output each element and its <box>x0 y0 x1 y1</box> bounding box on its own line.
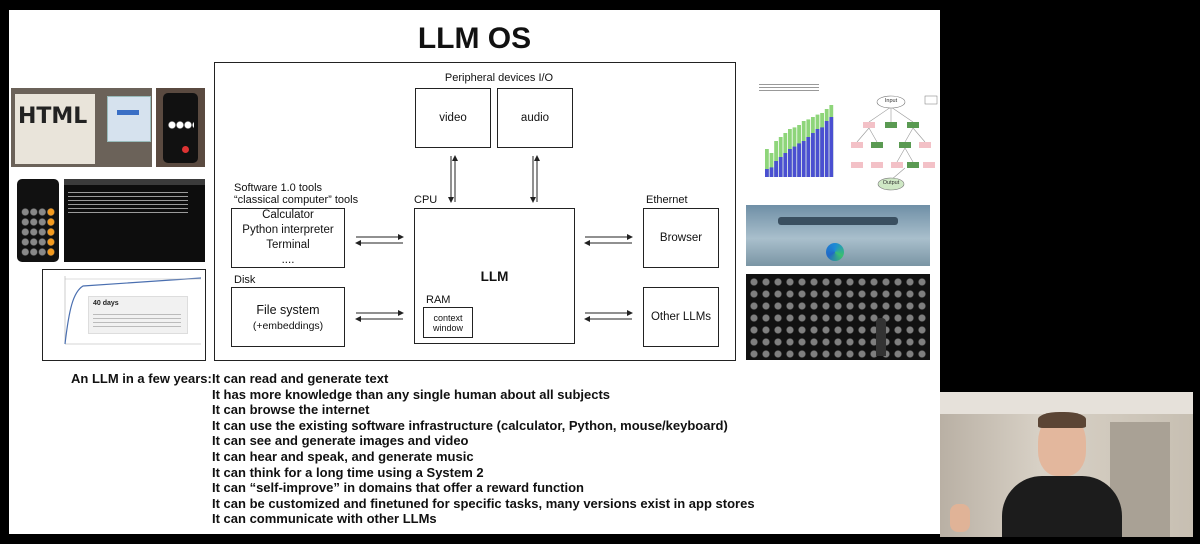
exam-bar-blue <box>778 157 783 177</box>
presenter-silhouette <box>876 318 886 356</box>
software-tools-label: Software 1.0 tools “classical computer” … <box>234 182 358 206</box>
file-system-subtitle: (+embeddings) <box>252 319 324 332</box>
exam-bar-blue <box>788 149 792 177</box>
capability-item: It can use the existing software infrast… <box>212 417 728 433</box>
capability-item: It can see and generate images and video <box>212 433 469 449</box>
future-heading: An LLM in a few years: <box>71 371 212 386</box>
html-sketch-photo: HTML <box>11 88 152 167</box>
alphazero-caption-title: 40 days <box>93 300 119 307</box>
tool-calculator: Calculator <box>262 209 314 221</box>
exam-bar-green <box>774 141 778 177</box>
exam-chart-title-lines <box>759 82 819 91</box>
alphazero-chart: 40 days <box>42 269 206 361</box>
presenter-webcam <box>940 392 1193 537</box>
capability-item: It can communicate with other LLMs <box>212 511 437 527</box>
software-tools-label-line2: “classical computer” tools <box>234 194 359 206</box>
website-mockup-button <box>117 110 139 115</box>
capability-item: It can “self-improve” in domains that of… <box>212 480 584 496</box>
alphazero-caption-text <box>93 311 181 329</box>
capability-item: It can think for a long time using a Sys… <box>212 464 484 480</box>
notebook <box>15 94 95 164</box>
capability-item: It can read and generate text <box>212 371 389 386</box>
exam-bar-blue <box>765 169 769 177</box>
future-capabilities-list: It can read and generate text It has mor… <box>212 371 755 527</box>
exam-bar-blue <box>797 143 801 177</box>
file-system-box: File system (+embeddings) <box>231 287 345 347</box>
exam-bars <box>765 105 834 177</box>
voice-dots <box>168 121 194 129</box>
tool-ellipsis: .... <box>281 254 295 266</box>
exam-bar-green <box>769 153 774 177</box>
exam-bar-blue <box>824 121 829 177</box>
slide: LLM OS Peripheral devices I/O video audi… <box>9 10 940 534</box>
slide-title: LLM OS <box>417 22 532 55</box>
context-window-line1: context <box>433 312 463 323</box>
exam-bar-blue <box>774 161 778 177</box>
context-window-box: context window <box>423 307 473 338</box>
tools-box: Calculator Python interpreter Terminal .… <box>231 208 345 268</box>
software-tools-label-line1: Software 1.0 tools <box>234 182 323 194</box>
tree-of-thought-diagram: Input Output <box>847 90 939 198</box>
peripheral-label: Peripheral devices I/O <box>444 72 554 84</box>
exam-bar-blue <box>820 127 824 177</box>
voice-phone-photo <box>156 88 205 167</box>
capability-item: It can hear and speak, and generate musi… <box>212 448 474 464</box>
terminal-titlebar <box>64 179 205 185</box>
tree-output-node: Output <box>882 180 900 186</box>
browser-box: Browser <box>643 208 719 268</box>
browser-desktop-screenshot <box>746 205 930 266</box>
disk-label: Disk <box>234 274 256 286</box>
tool-python-interpreter: Python interpreter <box>242 224 334 236</box>
presenter-body <box>1002 476 1122 537</box>
exam-bar-blue <box>769 167 774 177</box>
app-icon-grid <box>748 276 928 358</box>
llm-label: LLM <box>480 268 509 284</box>
cpu-label: CPU <box>414 194 438 206</box>
webcam-ceiling <box>940 392 1193 414</box>
tool-terminal: Terminal <box>266 239 310 251</box>
capability-item: It can browse the internet <box>212 402 370 418</box>
file-system-title: File system <box>256 302 320 317</box>
exam-bar-blue <box>792 146 797 177</box>
exam-bar-blue <box>806 137 811 177</box>
terminal-screenshot <box>64 179 205 262</box>
os-frame <box>214 62 736 361</box>
ram-label: RAM <box>426 294 451 306</box>
html-sketch-text: HTML <box>18 104 88 129</box>
hangup-button <box>182 146 189 153</box>
audio-box: audio <box>497 88 573 148</box>
browser-search-bar <box>778 217 898 225</box>
calculator-phone-photo <box>17 179 59 262</box>
exam-bar-blue <box>829 117 834 177</box>
calculator-operator-keys <box>47 207 55 257</box>
presenter-hair <box>1038 412 1086 428</box>
tree-input-node: Input <box>884 98 898 104</box>
exam-bar-blue <box>815 129 820 177</box>
app-store-grid-photo <box>746 274 930 360</box>
ethernet-label: Ethernet <box>646 194 688 206</box>
video-box: video <box>415 88 491 148</box>
terminal-text-lines <box>68 189 188 213</box>
other-llms-box: Other LLMs <box>643 287 719 347</box>
exam-bar-blue <box>783 153 788 177</box>
exam-bar-blue <box>801 141 806 177</box>
connection-arrows <box>355 155 633 322</box>
exam-bar-green <box>765 149 769 177</box>
tree-diagram-svg <box>851 95 938 191</box>
edge-logo-icon <box>826 243 844 261</box>
exam-bar-blue <box>811 133 815 177</box>
capability-item: It can be customized and finetuned for s… <box>212 495 755 511</box>
presenter-hand <box>950 504 970 532</box>
alphazero-caption-box: 40 days <box>88 296 188 334</box>
exam-results-chart <box>757 82 849 192</box>
context-window-line2: window <box>432 322 463 333</box>
website-mockup <box>107 96 151 142</box>
capability-item: It has more knowledge than any single hu… <box>212 386 611 402</box>
alphazero-curve <box>64 276 202 345</box>
